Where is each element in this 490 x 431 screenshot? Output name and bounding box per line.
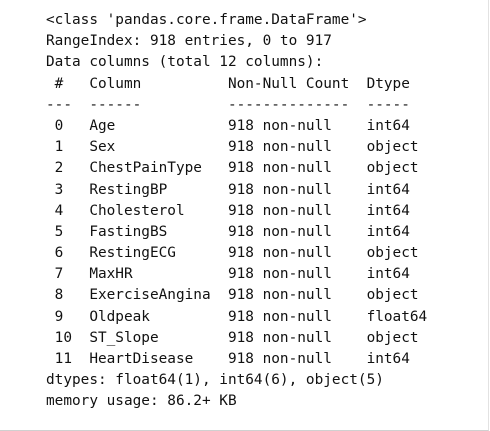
table-header-line: # Column Non-Null Count Dtype bbox=[46, 75, 428, 92]
table-row: 3 RestingBP 918 non-null int64 bbox=[46, 181, 428, 198]
table-row: 2 ChestPainType 918 non-null object bbox=[46, 160, 428, 177]
table-row: 9 Oldpeak 918 non-null float64 bbox=[46, 308, 428, 325]
table-row: 8 ExerciseAngina 918 non-null object bbox=[46, 287, 428, 304]
range-index-line: RangeIndex: 918 entries, 0 to 917 bbox=[46, 33, 332, 50]
dtypes-summary-line: dtypes: float64(1), int64(6), object(5) bbox=[46, 372, 384, 389]
table-row: 4 Cholesterol 918 non-null int64 bbox=[46, 202, 428, 219]
table-row: 0 Age 918 non-null int64 bbox=[46, 117, 428, 134]
data-columns-line: Data columns (total 12 columns): bbox=[46, 54, 324, 71]
table-row: 11 HeartDisease 918 non-null int64 bbox=[46, 351, 428, 367]
table-row: 5 FastingBS 918 non-null int64 bbox=[46, 223, 428, 240]
table-row: 7 MaxHR 918 non-null int64 bbox=[46, 266, 428, 283]
table-row: 1 Sex 918 non-null object bbox=[46, 139, 428, 156]
memory-usage-line: memory usage: 86.2+ KB bbox=[46, 393, 237, 410]
table-row: 6 RestingECG 918 non-null object bbox=[46, 245, 428, 262]
table-separator-line: --- ------ -------------- ----- bbox=[46, 96, 428, 113]
class-line: <class 'pandas.core.frame.DataFrame'> bbox=[46, 12, 367, 28]
table-row: 10 ST_Slope 918 non-null object bbox=[46, 329, 428, 346]
dataframe-info-output: <class 'pandas.core.frame.DataFrame'> Ran… bbox=[46, 10, 427, 413]
